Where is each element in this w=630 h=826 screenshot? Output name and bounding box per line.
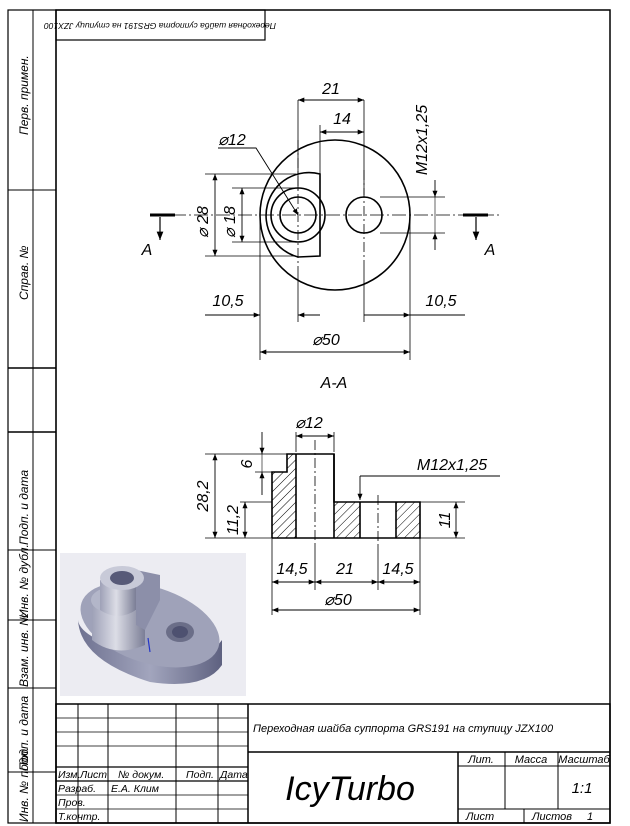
sidebar-perv-primen: Перв. примен. (17, 55, 31, 135)
col-data: Дата (219, 769, 248, 781)
sidebar-podp-data-1: Подп. и дата (17, 470, 31, 545)
dim-11-2-section: 11,2 (225, 505, 242, 535)
col-podp: Подп. (186, 769, 214, 781)
dim-21-plan: 21 (321, 81, 340, 98)
sidebar-sprav-no: Справ. № (17, 245, 31, 300)
drawing-name: Переходная шайба суппорта GRS191 на ступ… (253, 723, 554, 735)
plan-view (150, 97, 500, 360)
sidebar-inv-podl: Инв. № подл. (17, 748, 31, 822)
col-list: Лист (79, 769, 107, 781)
razrab-name: Е.А. Клим (111, 783, 159, 795)
dim-14-5-right: 14,5 (382, 561, 413, 578)
sidebar-labels: Перв. примен. Справ. № Подп. и дата Инв.… (17, 55, 31, 822)
dia-12-plan: ⌀12 (218, 132, 246, 149)
scale-value: 1:1 (572, 780, 593, 797)
title-block-text: Переходная шайба суппорта GRS191 на ступ… (58, 723, 610, 823)
dim-14-plan: 14 (333, 111, 351, 128)
sidebar-inv-dubl: Инв. № дубл. (17, 544, 31, 618)
thread-plan: M12x1,25 (414, 105, 431, 175)
massa-label: Масса (515, 754, 548, 766)
row-prov: Пров. (58, 797, 86, 809)
col-izm: Изм. (58, 769, 80, 781)
dia-28-plan: ⌀ 28 (195, 206, 212, 238)
dim-10-5-left: 10,5 (212, 293, 243, 310)
thread-section: M12x1,25 (417, 457, 487, 474)
dim-14-5-left: 14,5 (276, 561, 307, 578)
title-block (55, 703, 611, 824)
dim-10-5-right: 10,5 (425, 293, 456, 310)
col-doc-no: № докум. (118, 769, 164, 781)
section-view-labels: ⌀12 6 28,2 11,2 M12x1,25 11 14,5 21 14,5… (195, 415, 487, 609)
plan-view-labels: 21 14 ⌀12 M12x1,25 ⌀ 28 ⌀ 18 10,5 10,5 ⌀… (141, 81, 496, 349)
dim-11-section: 11 (437, 512, 454, 529)
masshtab-label: Масштаб (558, 754, 610, 766)
lit-label: Лит. (467, 754, 494, 766)
dim-28-2-section: 28,2 (195, 480, 212, 512)
dim-21-section: 21 (335, 561, 354, 578)
part-3d-render (60, 553, 246, 696)
listov-value: 1 (587, 811, 593, 823)
dia-18-plan: ⌀ 18 (222, 206, 239, 238)
dia-50-section: ⌀50 (324, 592, 352, 609)
top-stamp: Переходная шайба суппорта GRS191 на ступ… (44, 9, 276, 41)
section-letter-left: A (141, 242, 153, 259)
listov-label: Листов (531, 811, 572, 823)
side-columns (7, 9, 57, 824)
sidebar-vzam-inv: Взам. инв. № (17, 613, 31, 687)
section-view (205, 432, 500, 615)
sidebar-podp-data-2: Подп. и дата (17, 696, 31, 771)
section-title: A-A (320, 375, 348, 392)
section-letter-right: A (484, 242, 496, 259)
organization-name: IcyTurbo (285, 770, 415, 808)
top-stamp-text: Переходная шайба суппорта GRS191 на ступ… (44, 21, 276, 31)
dia-12-section: ⌀12 (295, 415, 323, 432)
row-razrab: Разраб. (58, 783, 96, 795)
dim-6-section: 6 (239, 459, 256, 468)
dia-50-plan: ⌀50 (312, 332, 340, 349)
row-tkontr: Т.контр. (58, 811, 100, 823)
list-label: Лист (465, 811, 494, 823)
